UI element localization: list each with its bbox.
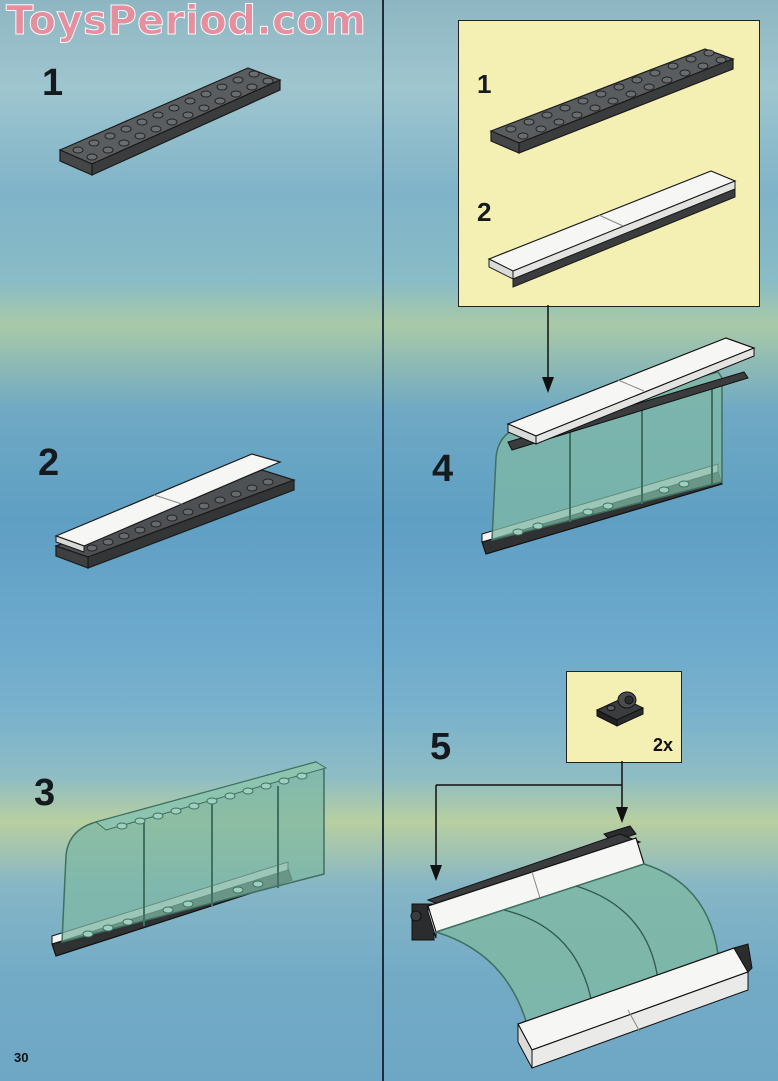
- dark-plate-2x12: [58, 67, 282, 176]
- glass-wall-assembly: [51, 761, 328, 957]
- step-number-5: 5: [430, 726, 452, 768]
- bracket-arrows: [430, 761, 628, 881]
- callout-white-tiles: [487, 170, 737, 288]
- step-number-3: 3: [34, 772, 56, 814]
- sub-step-number-1: 1: [477, 69, 492, 99]
- hinge-plate-part-icon: [595, 691, 645, 727]
- step-number-2: 2: [38, 442, 60, 484]
- sub-assembly-callout: 1 2: [458, 20, 760, 307]
- sub-step-number-2: 2: [477, 197, 492, 227]
- step-number-4: 4: [432, 448, 454, 490]
- watermark-logo: ToysPeriod.com: [5, 0, 367, 45]
- part-callout: 2x: [566, 671, 682, 763]
- callout-dark-plate: [489, 48, 735, 154]
- roof-canopy-assembly: [410, 825, 753, 1069]
- column-divider: [382, 0, 384, 1081]
- arrow-down-icon: [542, 305, 554, 393]
- wall-with-roof-tiles: [481, 337, 756, 555]
- part-quantity: 2x: [652, 735, 673, 755]
- page-number: 30: [14, 1050, 29, 1065]
- plate-with-white-tiles: [54, 453, 296, 569]
- step-number-1: 1: [42, 62, 64, 104]
